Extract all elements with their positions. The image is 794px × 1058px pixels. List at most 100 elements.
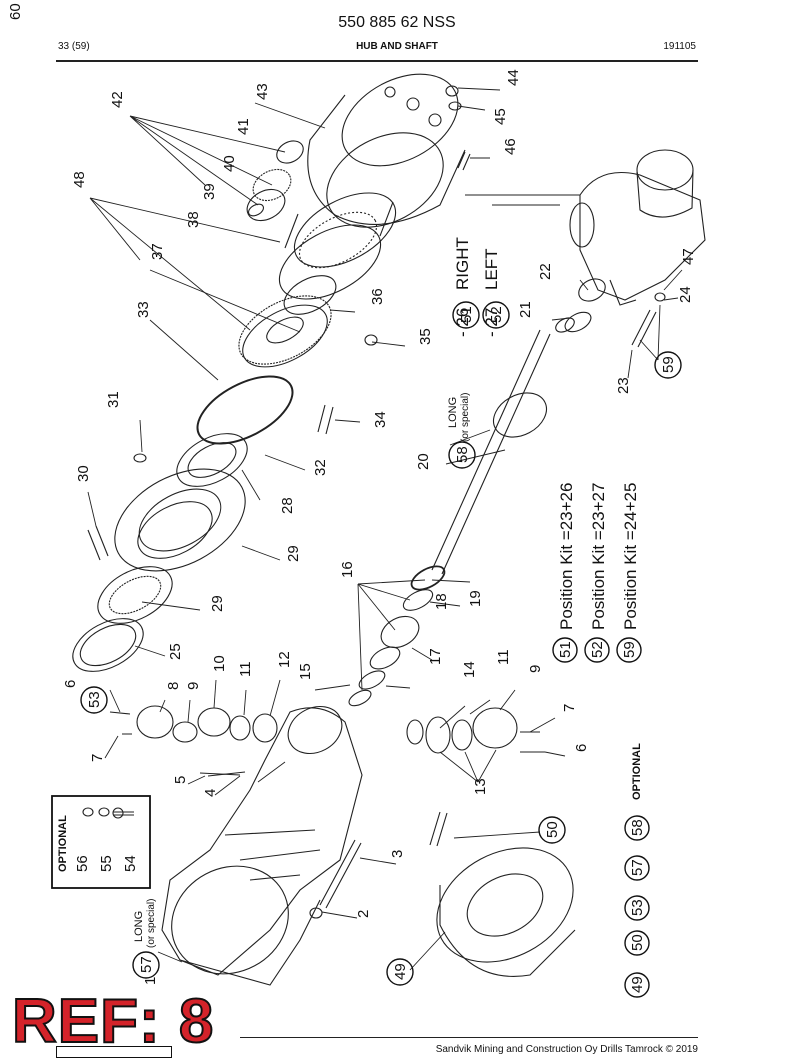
callout-number: 18 [433, 593, 450, 610]
reference-circle [624, 815, 650, 841]
reference-circle [624, 895, 650, 921]
callout-number: 2 [355, 910, 372, 918]
circled-number: 52 [488, 306, 505, 323]
callout-number: 29 [285, 545, 302, 562]
callout-number: 8 [165, 682, 182, 690]
bearing-part [97, 566, 173, 624]
part-number: 550 885 62 NSS [338, 14, 456, 31]
circled-reference: 52 [584, 637, 610, 663]
callout-number: 13 [472, 778, 489, 795]
position-kit-text: Position Kit =24+25 [621, 483, 640, 630]
left-label: LEFT [482, 248, 501, 290]
page-title: HUB AND SHAFT [356, 41, 438, 52]
optional-item-number: 55 [98, 855, 115, 872]
callout-number: 25 [167, 643, 184, 660]
reference-circle [584, 637, 610, 663]
circled-reference: 50 [538, 816, 566, 844]
reference-circle [386, 958, 414, 986]
revision-date: 191105 [663, 41, 696, 52]
header-rule [56, 60, 698, 62]
circled-reference: 49 [624, 972, 650, 998]
circled-number: 50 [544, 821, 561, 838]
optional-box-label: OPTIONAL [57, 815, 69, 872]
reference-circle [452, 301, 480, 329]
optional-item-number: 56 [74, 855, 91, 872]
circled-number: 57 [629, 859, 646, 876]
o-ring-part [196, 375, 294, 445]
carrier-gear-part [238, 295, 332, 368]
callout-number: 23 [615, 377, 632, 394]
optional-list-label: OPTIONAL [631, 743, 643, 800]
position-kit-text: Position Kit =23+27 [589, 483, 608, 630]
callout-number: 6 [62, 680, 79, 688]
long-label: LONG [447, 397, 459, 428]
ring-gear-part [278, 192, 397, 300]
callout-number: 60 [7, 3, 24, 20]
callout-number: 16 [339, 561, 356, 578]
position-kit-list: Position Kit =23+26 Position Kit =23+27 … [557, 483, 640, 630]
callout-number: 19 [467, 590, 484, 607]
callout-number: 40 [221, 155, 238, 172]
callout-number: 33 [135, 301, 152, 318]
callout-number: 21 [517, 301, 534, 318]
circled-number: 52 [589, 641, 606, 658]
callout-number: 14 [461, 661, 478, 678]
circled-number: 59 [660, 356, 677, 373]
callout-number: 30 [75, 465, 92, 482]
ref-stamp: REF: 8 [11, 986, 215, 1057]
callout-number: 3 [389, 850, 406, 858]
callout-number: 42 [109, 91, 126, 108]
reference-circle [616, 637, 642, 663]
leader-lines [87, 87, 683, 971]
callout-number: 15 [297, 663, 314, 680]
axle-housing-part [161, 705, 363, 986]
callout-number: 38 [185, 211, 202, 228]
optional-item-number: 54 [122, 855, 139, 872]
circled-number: 53 [86, 691, 103, 708]
bolt-part [87, 404, 334, 561]
callout-number: 43 [254, 83, 271, 100]
reference-circle [80, 686, 108, 714]
callout-number: 4 [202, 789, 219, 797]
callout-number: 45 [492, 108, 509, 125]
circled-number: 49 [629, 976, 646, 993]
callout-number: 36 [369, 288, 386, 305]
callout-number: 10 [211, 655, 228, 672]
circled-number: 58 [629, 819, 646, 836]
reference-circle [448, 441, 476, 469]
kit-52-label: - 27 [482, 308, 501, 337]
callout-number: 44 [505, 69, 522, 86]
long-label: LONG [133, 911, 145, 942]
circled-reference: 59 [616, 637, 642, 663]
shaft-seal-part [348, 565, 446, 707]
callout-number: 9 [185, 682, 202, 690]
reference-circle [624, 855, 650, 881]
circled-number: 50 [629, 934, 646, 951]
logo-strip [56, 1046, 172, 1058]
circled-number: 51 [458, 306, 475, 323]
reference-circle [624, 972, 650, 998]
callout-number: 41 [235, 118, 252, 135]
circled-number: 53 [629, 899, 646, 916]
callout-number: 12 [276, 651, 293, 668]
callout-number: 11 [495, 649, 512, 665]
footer-rule [240, 1037, 698, 1038]
callout-number: 39 [201, 183, 218, 200]
circled-reference: 49 [386, 958, 414, 986]
circled-reference: 51 [452, 301, 480, 329]
circled-reference: 57 [132, 951, 160, 979]
planet-gear-part [246, 140, 304, 222]
reference-circle [482, 301, 510, 329]
callout-number: 31 [105, 391, 122, 408]
seal-part [72, 618, 144, 672]
circled-number: 59 [621, 641, 638, 658]
callout-number: 35 [417, 328, 434, 345]
callout-number: 7 [561, 704, 578, 712]
reference-circle [552, 637, 578, 663]
position-kit-text: Position Kit =23+26 [557, 483, 576, 630]
kit-51-label: - 26 [453, 308, 472, 337]
drive-shaft-part [431, 317, 575, 575]
reference-circle [624, 930, 650, 956]
bearing-part [176, 433, 248, 487]
